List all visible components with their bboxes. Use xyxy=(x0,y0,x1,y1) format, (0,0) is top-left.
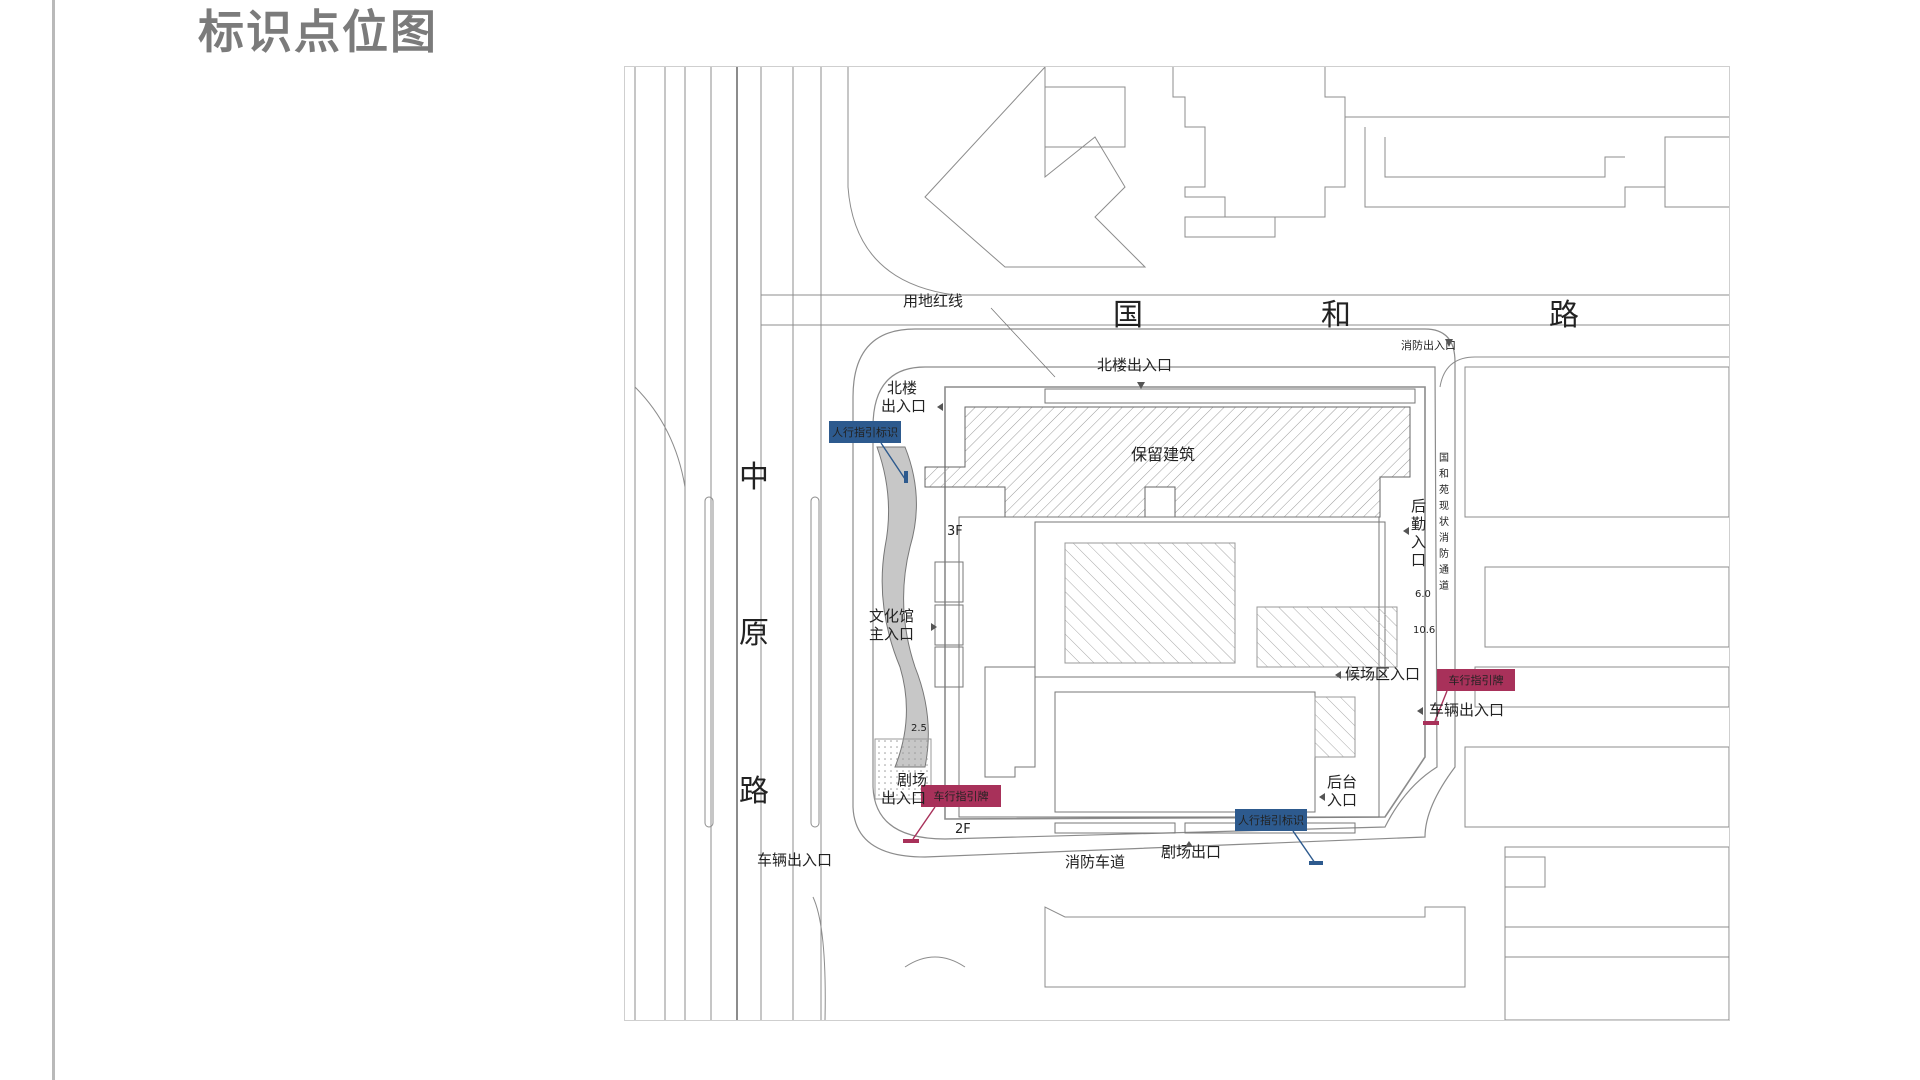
fire-lane-label: 消防车道 xyxy=(1065,853,1125,871)
logistics-entrance-char-3: 入 xyxy=(1411,533,1426,551)
logistics-entrance-char-4: 口 xyxy=(1411,551,1426,569)
arrow-main-entrance xyxy=(931,623,937,631)
arrow-theater-exit xyxy=(1185,841,1193,847)
backstage-entrance-line2: 入口 xyxy=(1327,791,1357,809)
arrow-vehicle xyxy=(1417,707,1423,715)
arrow-fire-exit xyxy=(1445,339,1453,347)
preserved-building-label: 保留建筑 xyxy=(1131,445,1195,464)
pedestrian-sign-1-label: 人行指引标识 xyxy=(832,425,898,439)
theater-entrance-line1: 剧场 xyxy=(897,771,927,789)
waiting-area-entrance-label: 候场区入口 xyxy=(1345,665,1420,683)
vertical-note-3: 苑 xyxy=(1439,483,1449,496)
guohe-road-char-2: 和 xyxy=(1321,298,1351,333)
theater-exit-label: 剧场出口 xyxy=(1161,843,1221,861)
culture-main-entrance-line1: 文化馆 xyxy=(869,607,914,625)
floor-2f-label: 2F xyxy=(955,822,971,837)
south-neighbor-buildings xyxy=(904,906,1729,1020)
vehicle-sign-2: 车行指引牌 xyxy=(1423,669,1515,725)
site-plan-map: 人行指引标识 人行指引标识 车行指引牌 车行指引牌 国 和 路 中 原 路 用地… xyxy=(624,66,1730,1021)
vertical-note-6: 消 xyxy=(1439,531,1449,544)
pedestrian-sign-1: 人行指引标识 xyxy=(829,421,908,483)
logistics-entrance-char-2: 勤 xyxy=(1411,515,1426,533)
vehicle-exit-left-label: 车辆出入口 xyxy=(757,851,832,869)
arrow-north-building xyxy=(937,403,943,411)
arrow-backstage xyxy=(1319,793,1325,801)
culture-main-entrance-line2: 主入口 xyxy=(869,625,914,643)
vertical-note-1: 国 xyxy=(1439,452,1449,464)
guohe-road-char-3: 路 xyxy=(1549,298,1579,333)
north-building-exit-line1: 北楼 xyxy=(887,379,917,397)
site-plan-svg: 人行指引标识 人行指引标识 车行指引牌 车行指引牌 国 和 路 中 原 路 用地… xyxy=(634,67,1729,1020)
zhongyuan-road-lines xyxy=(634,67,826,1020)
west-landscape-strip xyxy=(874,446,932,800)
theater-entrance-line2: 出入口 xyxy=(881,789,926,807)
zhongyuan-road-char-2: 原 xyxy=(739,616,769,651)
left-divider-line xyxy=(52,0,55,1080)
direction-arrows xyxy=(931,339,1453,847)
guohe-road-lines xyxy=(761,67,1729,388)
arrow-waiting xyxy=(1335,671,1341,679)
north-neighbor-buildings xyxy=(924,67,1729,268)
vehicle-sign-1-label: 车行指引牌 xyxy=(934,789,989,803)
guohe-road-char-1: 国 xyxy=(1113,298,1143,333)
fire-exit-label: 消防出入口 xyxy=(1401,338,1456,352)
pedestrian-sign-2-label: 人行指引标识 xyxy=(1238,813,1304,827)
vertical-note-5: 状 xyxy=(1439,515,1449,528)
north-building-exit-line2: 出入口 xyxy=(881,397,926,415)
vehicle-entrance-label: 车辆出入口 xyxy=(1429,701,1504,719)
vertical-note-8: 通 xyxy=(1439,564,1449,576)
zhongyuan-road-char-3: 路 xyxy=(739,774,769,809)
vertical-note-2: 和 xyxy=(1439,468,1449,480)
main-building xyxy=(934,388,1416,834)
vehicle-sign-1: 车行指引牌 xyxy=(903,785,1001,843)
pedestrian-sign-2: 人行指引标识 xyxy=(1235,809,1323,865)
preserved-building xyxy=(924,406,1411,518)
logistics-entrance-char-1: 后 xyxy=(1411,497,1426,515)
east-neighbor-buildings xyxy=(1464,366,1729,958)
vehicle-sign-2-label: 车行指引牌 xyxy=(1449,673,1504,687)
arrow-logistics xyxy=(1403,527,1409,535)
vertical-note-9: 道 xyxy=(1439,579,1449,592)
floor-3f-label: 3F xyxy=(947,524,963,539)
north-exit-label: 北楼出入口 xyxy=(1097,356,1172,374)
vertical-note-7: 防 xyxy=(1439,547,1449,560)
backstage-entrance-line1: 后台 xyxy=(1327,773,1357,791)
elev-25-label: 2.5 xyxy=(911,723,927,734)
arrow-north-exit xyxy=(1137,382,1145,389)
vertical-note-4: 现 xyxy=(1439,500,1449,512)
site-boundary xyxy=(852,328,1456,858)
red-line-leader xyxy=(990,307,1056,378)
elev-60-label: 6.0 xyxy=(1415,589,1431,600)
red-line-label: 用地红线 xyxy=(903,292,963,310)
page-title: 标识点位图 xyxy=(198,5,438,59)
zhongyuan-road-char-1: 中 xyxy=(739,460,769,495)
elev-106-label: 10.6 xyxy=(1413,625,1435,636)
